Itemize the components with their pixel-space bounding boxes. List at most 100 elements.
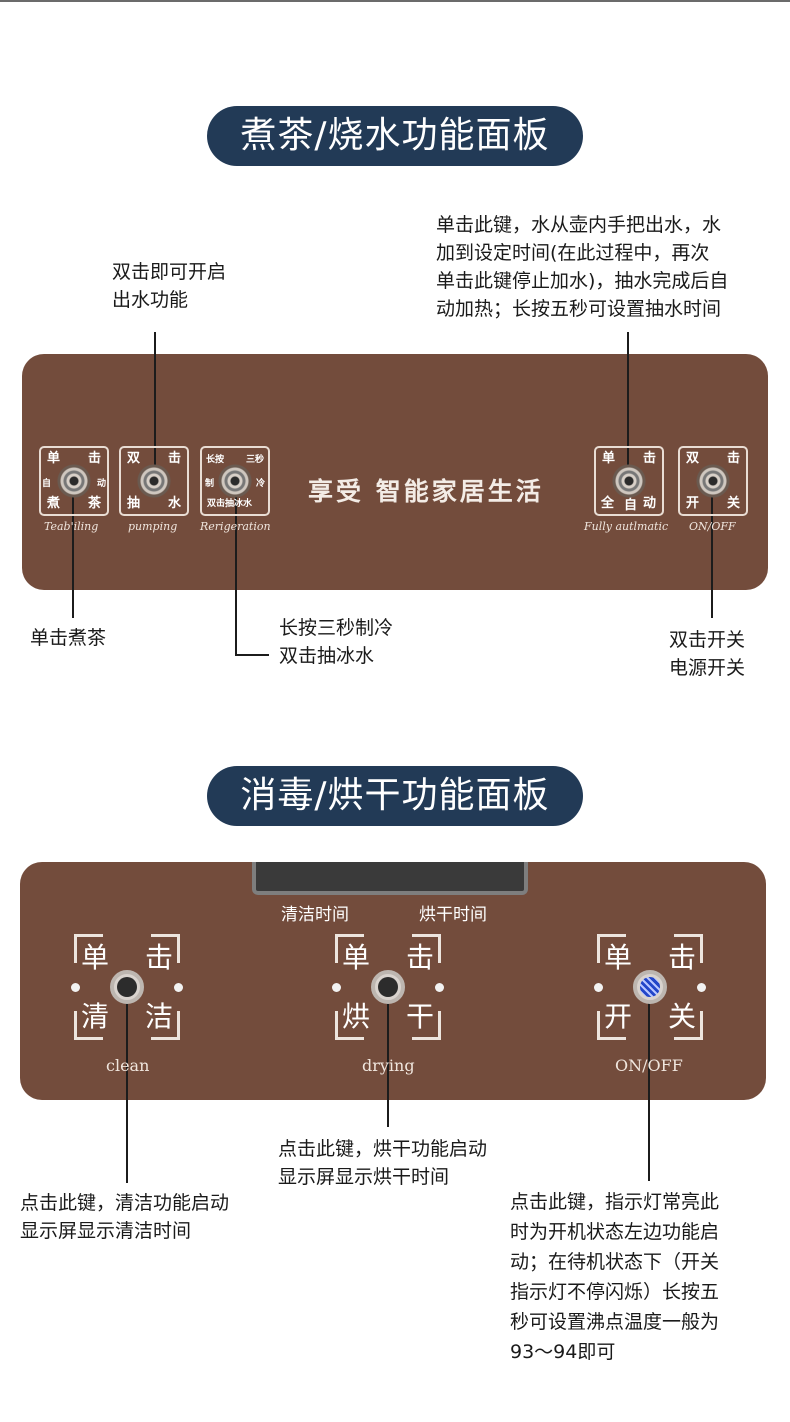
callout-line: 显示屏显示烘干时间 <box>278 1166 450 1188</box>
btn-label: 双 <box>686 451 700 466</box>
callout-line: 双击开关 <box>669 629 746 651</box>
callout-pumping: 双击即可开启 出水功能 <box>112 258 226 314</box>
callout-tea: 单击煮茶 <box>30 627 107 649</box>
bracket <box>412 1011 441 1040</box>
indicator-dot <box>71 983 80 992</box>
bracket <box>335 934 364 963</box>
indicator-dot <box>332 983 341 992</box>
bracket <box>674 1011 703 1040</box>
power-switch-button[interactable]: 双 击 开 关 <box>678 446 748 516</box>
btn-label: 茶 <box>87 496 101 511</box>
pumping-button[interactable]: 双 击 抽 水 <box>119 446 189 516</box>
callout-power: 双击开关 电源开关 <box>669 626 745 682</box>
button-knob <box>371 970 405 1004</box>
leader-line <box>126 987 128 1183</box>
callout-line: 点击此键，烘干功能启动 <box>278 1138 488 1160</box>
callout-line: 双击抽冰水 <box>279 645 375 667</box>
btn-label: 全 <box>601 496 615 511</box>
btn-label: 击 <box>642 451 656 466</box>
bracket <box>674 934 703 963</box>
leader-line <box>72 480 74 618</box>
drying-button[interactable]: 单 击 烘 干 <box>332 934 444 1040</box>
power-indicator-knob <box>633 970 667 1004</box>
callout-line: 电源开关 <box>669 657 746 679</box>
button-knob <box>110 970 144 1004</box>
callout-line: 双击即可开启 <box>112 261 227 283</box>
indicator-dot <box>435 983 444 992</box>
callout-line: 秒可设置沸点温度一般为 <box>510 1311 720 1333</box>
btn-label: 击 <box>667 941 696 974</box>
callout-line: 单击此键，水从壶内手把出水，水 <box>436 214 722 236</box>
display-screen <box>252 862 528 895</box>
btn-label: 单 <box>604 941 633 974</box>
clean-button[interactable]: 单 击 清 洁 <box>71 934 183 1040</box>
button-knob <box>57 464 91 498</box>
button-caption: ON/OFF <box>615 1056 683 1075</box>
btn-label: 击 <box>405 941 434 974</box>
btn-label: 单 <box>47 451 61 466</box>
btn-label: 单 <box>81 941 110 974</box>
callout-line: 加到设定时间(在此过程中，再次 <box>436 242 710 264</box>
btn-label: 单 <box>602 451 616 466</box>
btn-label: 自 <box>42 479 52 489</box>
display-label-dry-time: 烘干时间 <box>419 905 487 925</box>
btn-label: 三秒 <box>245 455 264 465</box>
btn-label: 制 <box>205 479 215 489</box>
btn-label: 击 <box>144 941 173 974</box>
button-caption: clean <box>106 1056 150 1075</box>
btn-label: 双击抽冰水 <box>207 499 253 509</box>
btn-label: 动 <box>642 496 656 511</box>
leader-line <box>387 987 389 1127</box>
leader-line <box>711 480 713 618</box>
callout-onoff: 点击此键，指示灯常亮此 时为开机状态左边功能启 动；在待机状态下（开关 指示灯不… <box>510 1187 719 1367</box>
button-caption: Rerigeration <box>200 520 271 533</box>
callout-line: 出水功能 <box>112 289 189 311</box>
button-caption: Teab'iling <box>44 520 99 533</box>
btn-label: 单 <box>342 941 371 974</box>
callout-line: 点击此键，清洁功能启动 <box>20 1192 230 1214</box>
callout-clean: 点击此键，清洁功能启动 显示屏显示清洁时间 <box>20 1189 229 1245</box>
btn-label: 击 <box>726 451 740 466</box>
brand-slogan: 享受 智能家居生活 <box>308 477 544 506</box>
btn-label: 冷 <box>255 479 265 489</box>
leader-line <box>648 987 650 1181</box>
btn-label: 长按 <box>206 455 225 465</box>
callout-line: 点击此键，指示灯常亮此 <box>510 1191 720 1213</box>
tea-boil-button[interactable]: 单 击 自 动 煮 茶 <box>39 446 109 516</box>
btn-label: 开 <box>686 496 700 511</box>
indicator-dot <box>594 983 603 992</box>
leader-line <box>154 332 156 480</box>
leader-line <box>235 654 269 656</box>
bracket <box>74 1011 103 1040</box>
bracket <box>597 1011 626 1040</box>
callout-auto: 单击此键，水从壶内手把出水，水 加到设定时间(在此过程中，再次 单击此键停止加水… <box>436 211 728 323</box>
bracket <box>335 1011 364 1040</box>
btn-label: 烘 <box>342 1000 371 1033</box>
callout-drying: 点击此键，烘干功能启动 显示屏显示烘干时间 <box>278 1135 487 1191</box>
fully-automatic-button[interactable]: 单 击 全 自 动 <box>594 446 664 516</box>
btn-label: 动 <box>96 479 106 489</box>
onoff-button[interactable]: 单 击 开 关 <box>594 934 706 1040</box>
callout-line: 显示屏显示清洁时间 <box>20 1220 192 1242</box>
button-caption: drying <box>362 1056 415 1075</box>
section-title-tea-panel: 煮茶/烧水功能面板 <box>207 106 583 166</box>
button-caption: pumping <box>128 520 178 533</box>
btn-label: 抽 <box>127 496 141 511</box>
callout-line: 长按三秒制冷 <box>279 617 394 639</box>
btn-label: 击 <box>167 451 181 466</box>
indicator-dot <box>697 983 706 992</box>
btn-label: 关 <box>667 1000 696 1033</box>
callout-line: 单击此键停止加水)，抽水完成后自 <box>436 270 729 292</box>
btn-label: 清 <box>81 1000 110 1033</box>
button-knob <box>696 464 730 498</box>
button-caption: ON/OFF <box>689 520 736 533</box>
leader-line <box>627 332 629 480</box>
btn-label: 洁 <box>144 1000 173 1033</box>
button-knob <box>218 464 252 498</box>
callout-line: 动加热；长按五秒可设置抽水时间 <box>436 298 722 320</box>
bracket <box>597 934 626 963</box>
bracket <box>74 934 103 963</box>
btn-label: 双 <box>127 451 141 466</box>
refrigeration-button[interactable]: 长按 三秒 制 冷 双击抽冰水 <box>200 446 270 516</box>
btn-label: 水 <box>167 496 181 511</box>
